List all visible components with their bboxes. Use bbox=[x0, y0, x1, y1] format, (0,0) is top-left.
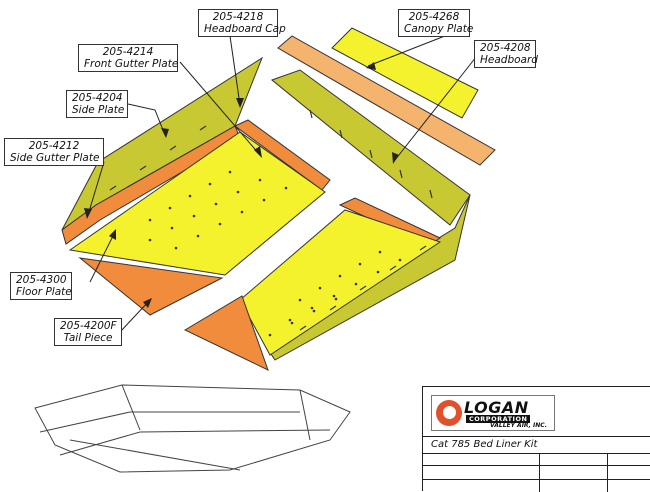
part-number: 205-4200F bbox=[60, 320, 117, 332]
tail-piece-right-part bbox=[183, 295, 269, 371]
logo-mark-icon bbox=[436, 400, 462, 426]
logo-area: LOGAN CORPORATION VALLEY AIR, INC. bbox=[423, 387, 650, 437]
logo-sub: VALLEY AIR, INC. bbox=[490, 422, 547, 429]
part-number: 205-4214 bbox=[102, 46, 154, 58]
front-gutter-plate-part bbox=[234, 119, 331, 191]
part-name: Side Gutter Plate bbox=[10, 152, 100, 164]
title-block-rule bbox=[423, 479, 650, 480]
callout-side-plate: 205-4204 Side Plate bbox=[66, 90, 128, 118]
title-block: LOGAN CORPORATION VALLEY AIR, INC. Cat 7… bbox=[422, 386, 650, 492]
callout-canopy-plate: 205-4268 Canopy Plate bbox=[398, 9, 474, 37]
part-number: 205-4268 bbox=[408, 11, 460, 23]
title-block-divider bbox=[607, 453, 608, 492]
callout-floor-plate: 205-4300 Floor Plate bbox=[10, 272, 72, 300]
title-block-rule bbox=[423, 465, 650, 466]
kit-title: Cat 785 Bed Liner Kit bbox=[431, 439, 538, 450]
part-name: Canopy Plate bbox=[404, 23, 474, 35]
headboard-cap-part bbox=[277, 35, 496, 166]
title-block-divider bbox=[539, 453, 540, 492]
logo-name: LOGAN bbox=[464, 398, 529, 417]
company-logo: LOGAN CORPORATION VALLEY AIR, INC. bbox=[431, 395, 555, 431]
slot-pattern bbox=[109, 109, 433, 331]
title-block-rule bbox=[423, 453, 650, 454]
part-name: Side Plate bbox=[72, 104, 125, 116]
part-number: 205-4300 bbox=[16, 274, 67, 286]
canopy-plate-part bbox=[331, 27, 479, 119]
part-number: 205-4204 bbox=[72, 92, 123, 104]
callout-side-gutter-plate: 205-4212 Side Gutter Plate bbox=[4, 138, 104, 166]
part-number: 205-4218 bbox=[212, 11, 264, 23]
leader-arrowheads bbox=[84, 62, 399, 308]
part-name: Tail Piece bbox=[63, 332, 113, 344]
hole-pattern bbox=[148, 170, 402, 337]
part-name: Headboard Cap bbox=[204, 23, 286, 35]
part-name: Front Gutter Plate bbox=[84, 58, 179, 70]
callout-headboard-cap: 205-4218 Headboard Cap bbox=[198, 9, 286, 37]
part-number: 205-4212 bbox=[28, 140, 80, 152]
logo-corp: CORPORATION bbox=[466, 415, 531, 423]
part-name: Floor Plate bbox=[16, 286, 72, 298]
tail-piece-part bbox=[78, 257, 224, 316]
callout-front-gutter-plate: 205-4214 Front Gutter Plate bbox=[78, 44, 178, 72]
part-name: Headboard bbox=[480, 54, 538, 66]
floor-plate-part bbox=[68, 131, 326, 276]
assembled-view bbox=[34, 384, 351, 473]
callout-headboard: 205-4208 Headboard bbox=[474, 40, 538, 68]
part-number: 205-4208 bbox=[480, 42, 531, 54]
callout-tail-piece: 205-4200F Tail Piece bbox=[54, 318, 122, 346]
